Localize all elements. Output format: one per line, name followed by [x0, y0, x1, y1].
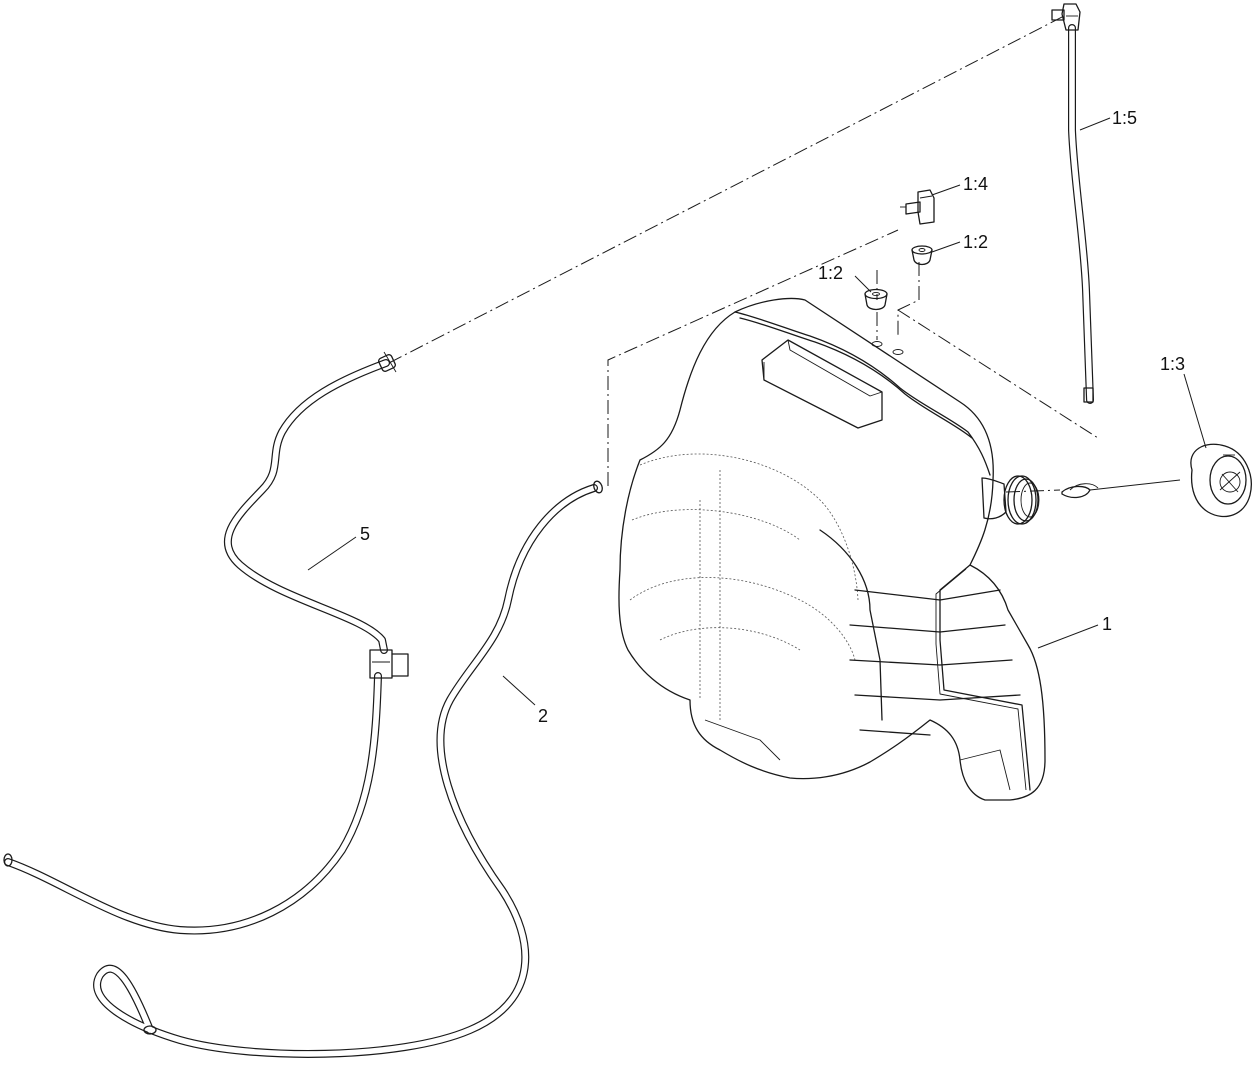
callout-labels: 1:5 1:4 1:2 1:2 1:3 1 2 5	[360, 108, 1185, 726]
grommet-left	[864, 288, 888, 311]
label-hose-5: 5	[360, 524, 370, 544]
label-grommet-right: 1:2	[963, 232, 988, 252]
hose-2	[93, 480, 603, 1058]
label-cap: 1:3	[1160, 354, 1185, 374]
label-elbow-fitting: 1:4	[963, 174, 988, 194]
label-hose-2: 2	[538, 706, 548, 726]
assembly-centerlines	[388, 15, 1099, 493]
label-tank: 1	[1102, 614, 1112, 634]
hose-5	[3, 351, 409, 935]
elbow-fitting	[900, 189, 935, 225]
fuel-cap	[1190, 443, 1252, 518]
grommet-right	[911, 245, 933, 266]
label-dipstick-tube: 1:5	[1112, 108, 1137, 128]
label-grommet-left: 1:2	[818, 263, 843, 283]
dipstick-tube	[1051, 3, 1094, 404]
callout-leaders	[307, 117, 1207, 706]
cap-tether	[1061, 479, 1181, 499]
fuel-tank	[618, 297, 1046, 801]
